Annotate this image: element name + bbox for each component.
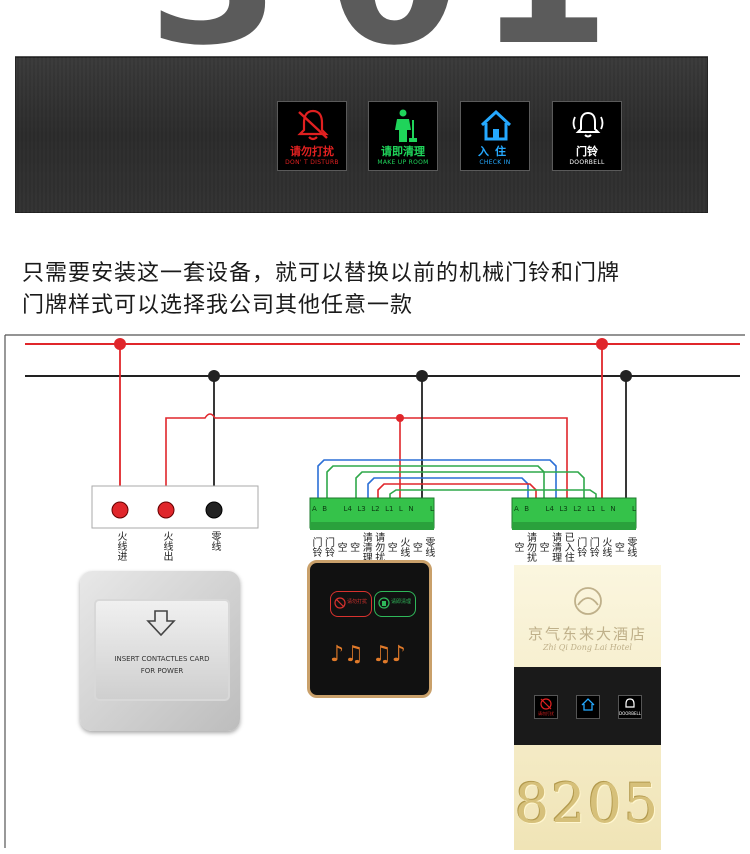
dnd-indicator-label: 请勿打扰 (538, 711, 554, 716)
outdoor-door-panel: 京气东来大酒店 Zhi Qi Dong Lai Hotel 请勿打扰 DOORB… (514, 565, 661, 850)
doorbell-label-en: DOORBELL (569, 159, 605, 166)
mur-label: 请即清理 (381, 145, 425, 158)
terminal-letter: A (312, 505, 317, 513)
terminal-letter: L1 (587, 505, 596, 513)
hotel-name-en: Zhi Qi Dong Lai Hotel (542, 643, 632, 652)
dnd-label: 请勿打扰 (290, 145, 334, 158)
terminal-letter: N (610, 505, 616, 513)
caption-line-1: 只需要安装这一套设备，就可以替换以前的机械门铃和门牌 (22, 261, 621, 286)
dnd-indicator: 请勿打扰 (534, 695, 558, 719)
doorbell-indicator[interactable]: DOORBELL (618, 695, 642, 719)
checkin-indicator (576, 695, 600, 719)
bell-slash-icon (334, 597, 346, 609)
terminal-label: 请勿扰 (524, 532, 536, 562)
terminal-label: 空 (335, 542, 347, 552)
terminal-letter: L (600, 505, 605, 513)
cleaner-icon (378, 597, 390, 609)
terminal-label: 空 (385, 542, 397, 552)
music-notes-icon: ♪♫ ♫♪ (330, 642, 406, 667)
terminal-label: 火线 (397, 537, 409, 557)
indoor-terminal-labels: 门铃 门铃 空 空 请清理 请勿扰 空 火线 空 零线 (310, 532, 434, 562)
terminal-label: 空 (612, 542, 624, 552)
doorbell-label: 门铃 (576, 145, 598, 158)
dnd-button[interactable]: 请勿打扰 (330, 591, 372, 617)
bell-slash-icon (540, 698, 552, 710)
terminal-letter: L (398, 505, 403, 513)
cleaner-icon (395, 109, 417, 142)
doorbell-icon (625, 698, 635, 708)
terminal-letter: L4 (343, 505, 352, 513)
house-icon (480, 109, 512, 141)
terminal-label: 门铃 (322, 537, 334, 557)
terminal-letter: B (524, 505, 530, 513)
terminal-letter: L4 (545, 505, 554, 513)
mur-label-en: MAKE UP ROOM (377, 159, 429, 166)
terminal-label: 门铃 (310, 537, 321, 557)
key-card-switch: INSERT CONTACTLES CARD FOR POWER (80, 571, 240, 731)
outdoor-terminal-letters: A B L4 L3 L2 L1 L N L (514, 505, 636, 517)
checkin-tile[interactable]: 入住 CHECK IN (460, 101, 530, 171)
house-icon (581, 698, 595, 711)
mur-button[interactable]: 请即清理 (374, 591, 416, 617)
terminal-label: 请清理 (549, 532, 561, 562)
indicator-band: 请勿打扰 DOORBELL (514, 667, 661, 745)
terminal-letter: L3 (357, 505, 366, 513)
outdoor-terminal-labels: 空 请勿扰 空 请清理 已入住 门铃 门铃 火线 空 零线 (512, 532, 636, 562)
indoor-terminal-letters: A B L4 L3 L2 L1 L N L (312, 505, 434, 517)
terminal-letter: B (322, 505, 328, 513)
mur-tile[interactable]: 请即清理 MAKE UP ROOM (368, 101, 438, 171)
terminal-label-live-in: 火线进 (115, 531, 126, 561)
hotel-name: 京气东来大酒店 (527, 625, 647, 643)
terminal-label: 门铃 (574, 537, 586, 557)
card-switch-label: INSERT CONTACTLES CARD (114, 655, 210, 663)
terminal-letter: A (514, 505, 519, 513)
terminal-letter: L3 (559, 505, 568, 513)
card-switch-label-2: FOR POWER (140, 667, 184, 675)
room-number: 8205 (514, 772, 661, 835)
terminal-letter: L (632, 505, 636, 513)
doorbell-indicator-label: DOORBELL (619, 711, 641, 716)
terminal-letter: L (430, 505, 434, 513)
bell-slash-icon (297, 109, 329, 141)
doorbell-tile[interactable]: 门铃 DOORBELL (552, 101, 622, 171)
checkin-label-en: CHECK IN (479, 159, 511, 166)
doorbell-icon (572, 111, 604, 138)
dnd-button-label: 请勿打扰 (347, 599, 368, 605)
svg-text:♪♫: ♪♫ (330, 642, 364, 667)
indoor-control-panel: 请勿打扰 请即清理 ♪♫ ♫♪ (307, 560, 432, 698)
terminal-label: 请勿扰 (372, 532, 384, 562)
terminal-label-neutral: 零线 (209, 531, 220, 551)
terminal-label: 空 (512, 542, 523, 552)
mur-button-label: 请即清理 (391, 599, 412, 605)
card-slot[interactable]: INSERT CONTACTLES CARD FOR POWER (94, 599, 230, 701)
terminal-letter: L2 (573, 505, 582, 513)
terminal-label: 空 (347, 542, 359, 552)
caption-line-2: 门牌样式可以选择我公司其他任意一款 (22, 293, 414, 318)
terminal-label: 零线 (422, 537, 434, 557)
dnd-tile[interactable]: 请勿打扰 DON' T DISTURB (277, 101, 347, 171)
arrow-down-icon (146, 610, 176, 637)
terminal-label: 请清理 (360, 532, 372, 562)
doorplate-panel: 请勿打扰 DON' T DISTURB 请即清理 MAKE UP ROOM 入住… (15, 56, 708, 213)
terminal-label: 空 (537, 542, 549, 552)
terminal-letter: L2 (371, 505, 380, 513)
terminal-letter: L1 (385, 505, 394, 513)
terminal-label: 火线 (599, 537, 611, 557)
terminal-label: 空 (410, 542, 422, 552)
hotel-logo-icon (574, 587, 602, 615)
checkin-label: 入住 (478, 145, 512, 158)
dnd-label-en: DON' T DISTURB (285, 159, 339, 166)
terminal-letter: N (408, 505, 414, 513)
terminal-label: 零线 (624, 537, 636, 557)
svg-text:♫♪: ♫♪ (372, 642, 406, 667)
terminal-label-live-out: 火线出 (161, 531, 172, 561)
terminal-label: 已入住 (562, 532, 574, 562)
terminal-label: 门铃 (587, 537, 599, 557)
